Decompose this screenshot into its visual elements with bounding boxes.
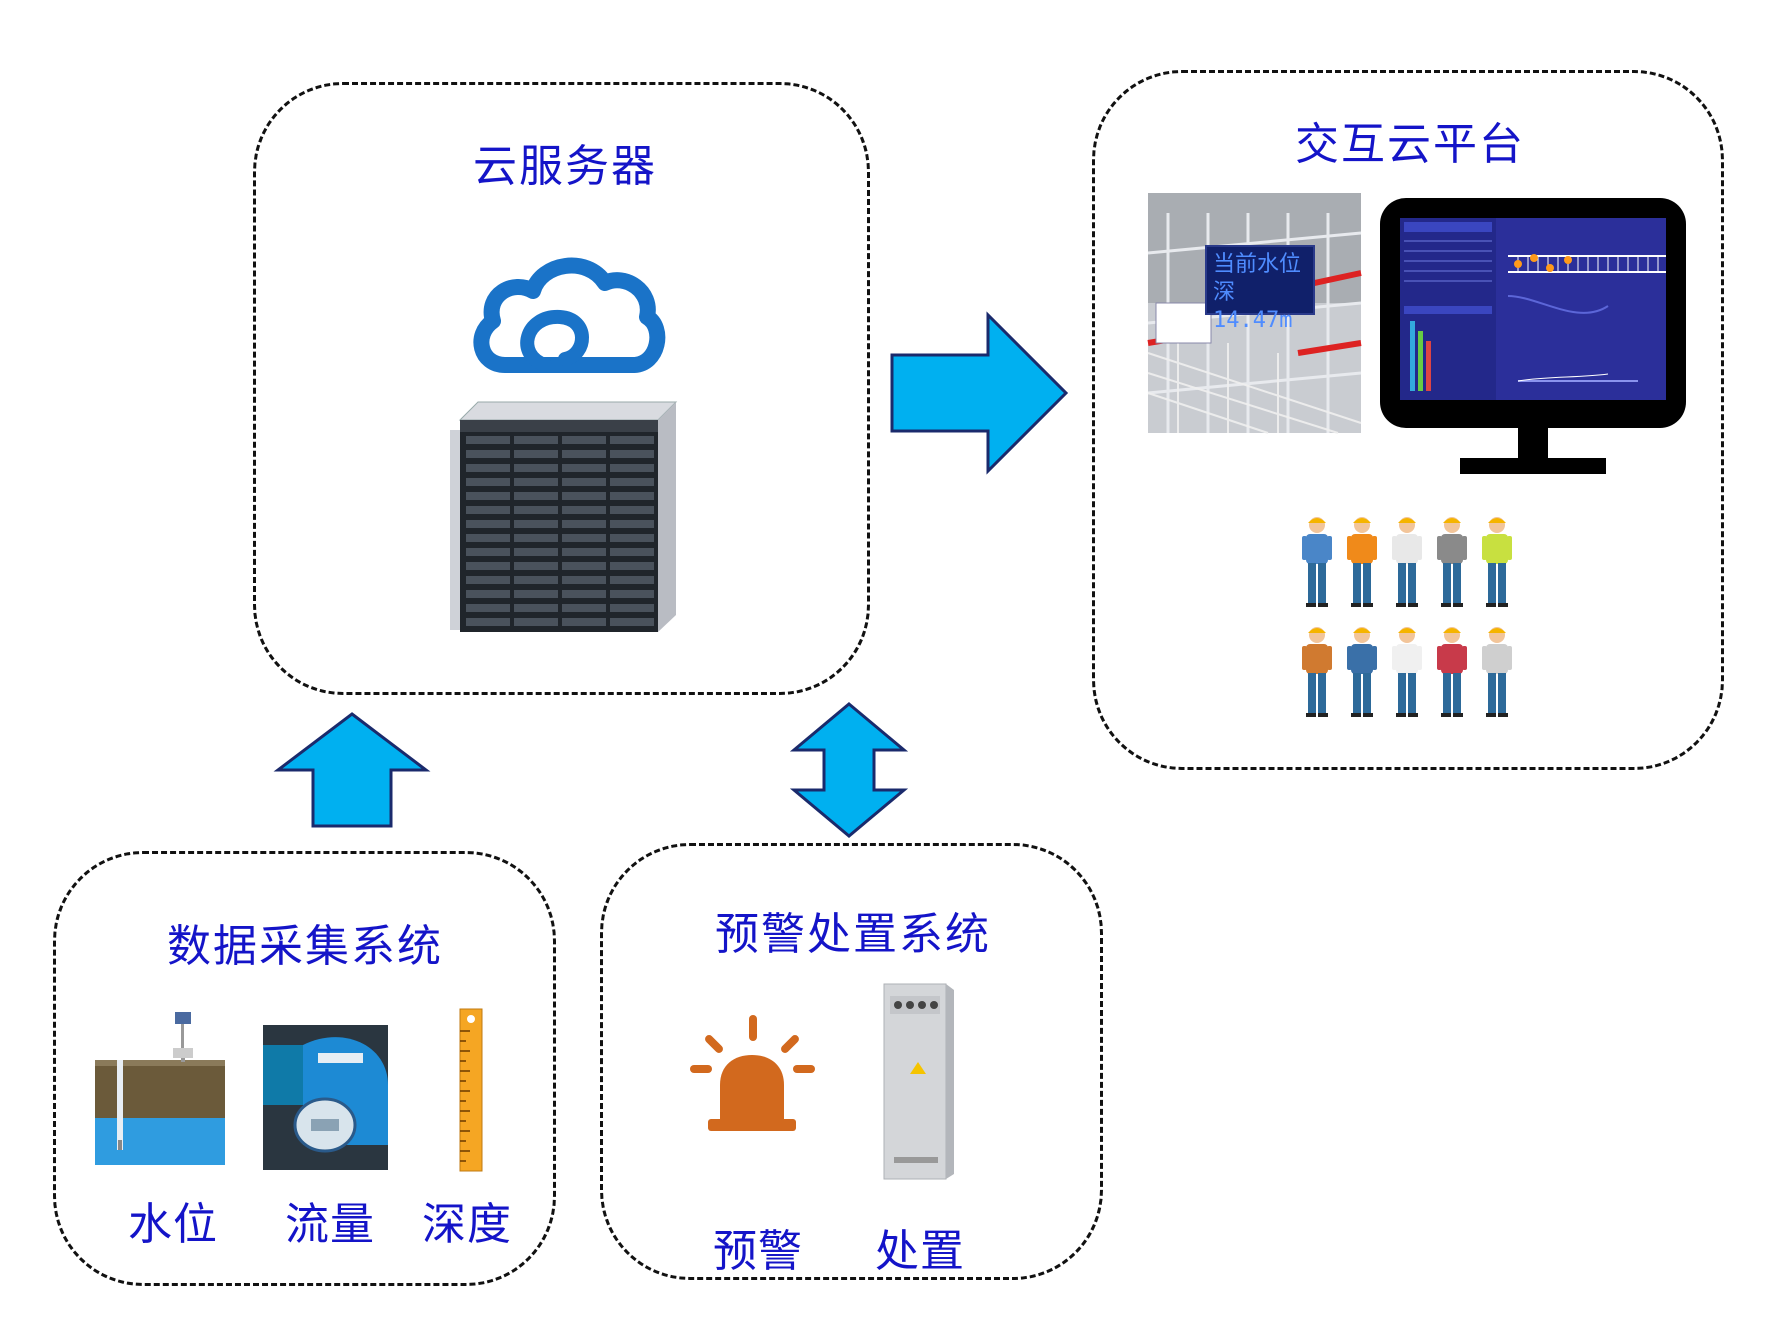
led-line-2: 深14.47m [1213,280,1293,333]
warning-system-box [600,843,1103,1280]
cloud-server-box [253,82,870,695]
bidirectional-arrow [789,702,909,838]
flow-label: 流量 [285,1199,375,1250]
cloud-server-title: 云服务器 [473,141,657,192]
interactive-platform-box [1092,70,1724,770]
flow-meter-icon [263,1025,388,1170]
depth-ruler-icon [459,1008,483,1172]
workers-group-icon [1302,517,1512,717]
water-level-label: 水位 [128,1199,218,1250]
depth-label: 深度 [422,1199,512,1250]
warning-system-title: 预警处置系统 [715,909,991,960]
data-collection-box [53,851,556,1286]
control-cabinet-icon [883,983,954,1180]
monitor-icon [1380,198,1686,474]
data-collection-title: 数据采集系统 [167,921,443,972]
server-rack-icon [450,401,678,632]
right-arrow [890,311,1069,475]
alarm-light-icon [690,1015,815,1131]
cloud-icon [473,257,666,373]
water-level-led-sign: 当前水位 深14.47m [1205,245,1315,333]
led-line-1: 当前水位 [1213,252,1302,277]
interactive-platform-title: 交互云平台 [1295,119,1525,170]
warning-label: 预警 [713,1226,803,1277]
handling-label: 处置 [875,1226,965,1277]
water-level-sensor-icon [95,1012,225,1165]
up-arrow [273,712,431,828]
